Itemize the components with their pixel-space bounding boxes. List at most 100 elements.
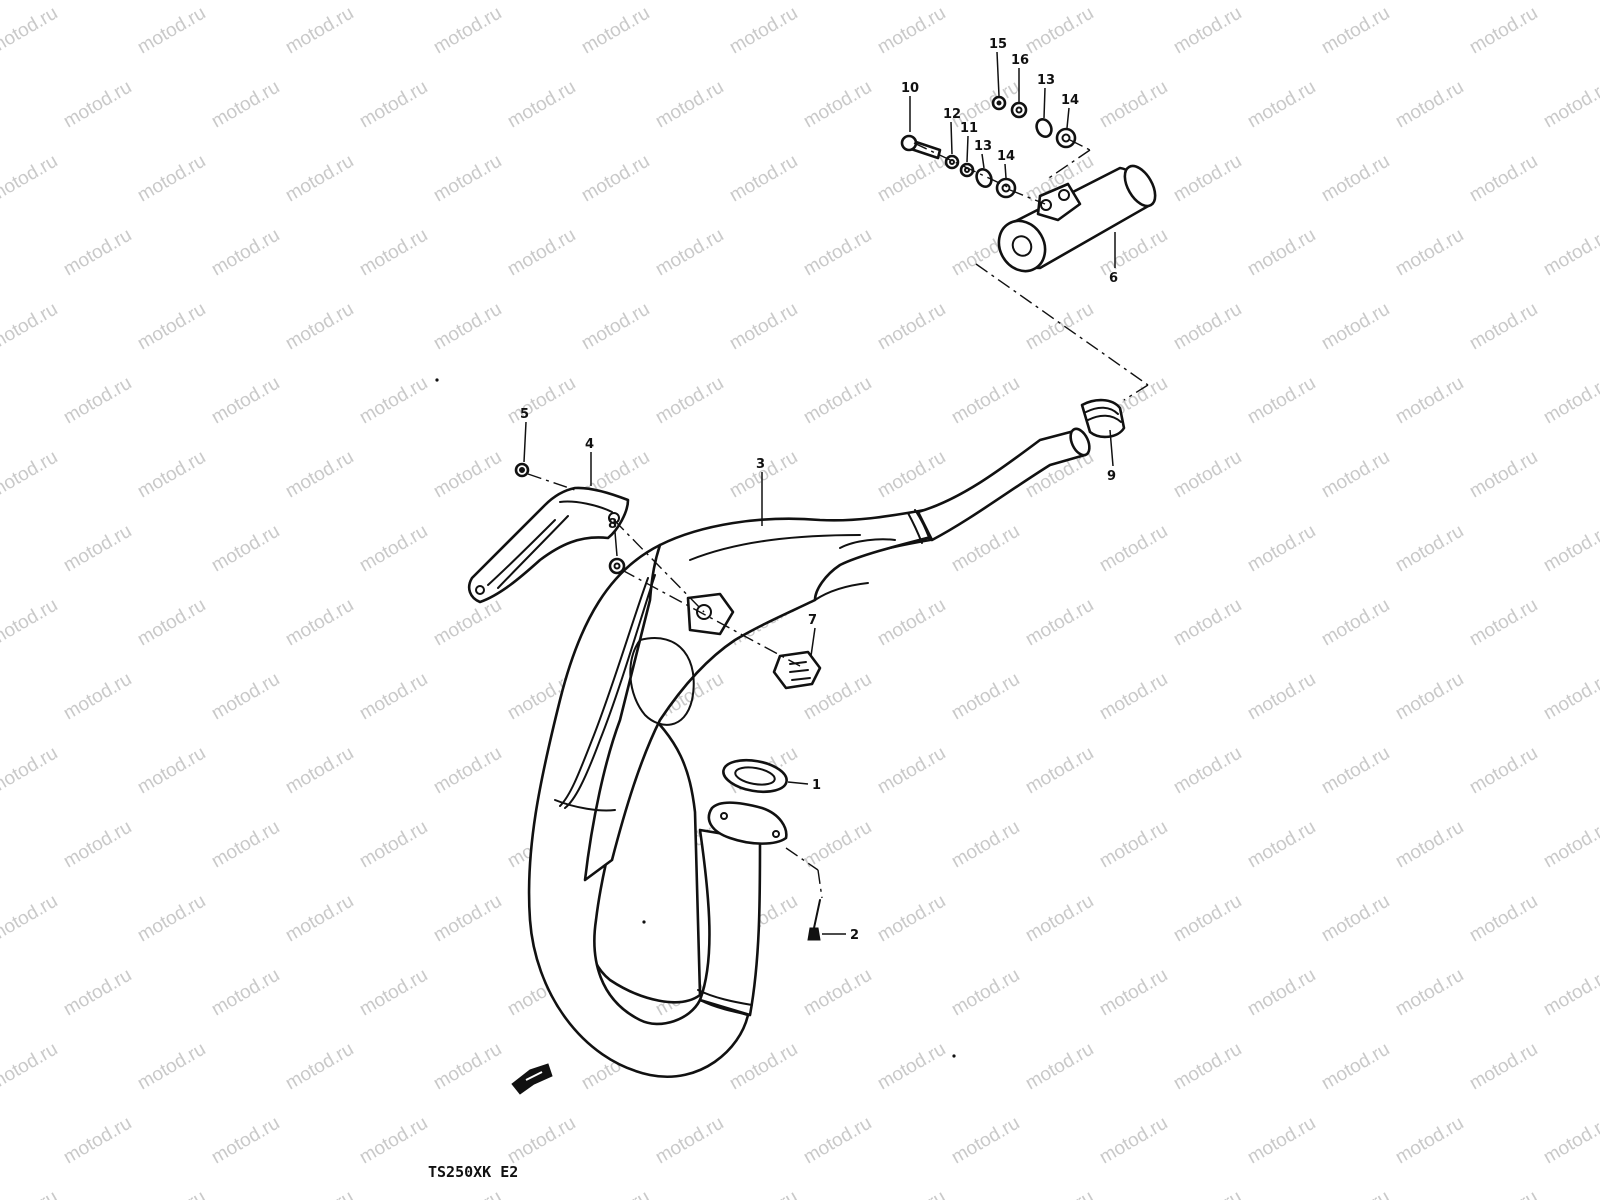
watermark-text: motod.ru bbox=[356, 965, 431, 1021]
watermark-text: motod.ru bbox=[1540, 521, 1600, 577]
watermark-text: motod.ru bbox=[60, 373, 135, 429]
watermark-text: motod.ru bbox=[1466, 743, 1541, 799]
watermark-text: motod.ru bbox=[1540, 225, 1600, 281]
watermark-text: motod.ru bbox=[1466, 595, 1541, 651]
watermark-text: motod.ru bbox=[1170, 447, 1245, 503]
callout-6: 6 bbox=[1109, 271, 1118, 286]
watermark-text: motod.ru bbox=[356, 521, 431, 577]
watermark-text: motod.ru bbox=[578, 1187, 653, 1200]
watermark-text: motod.ru bbox=[1392, 817, 1467, 873]
callout-3: 3 bbox=[756, 457, 765, 472]
watermark-text: motod.ru bbox=[726, 3, 801, 59]
watermark-text: motod.ru bbox=[0, 1039, 61, 1095]
watermark-text: motod.ru bbox=[1022, 1039, 1097, 1095]
watermark-text: motod.ru bbox=[430, 447, 505, 503]
watermark-text: motod.ru bbox=[1244, 965, 1319, 1021]
watermark-text: motod.ru bbox=[504, 1113, 579, 1169]
watermark-text: motod.ru bbox=[356, 225, 431, 281]
watermark-text: motod.ru bbox=[1244, 77, 1319, 133]
watermark-text: motod.ru bbox=[0, 447, 61, 503]
watermark-text: motod.ru bbox=[578, 151, 653, 207]
watermark-text: motod.ru bbox=[874, 447, 949, 503]
watermark-text: motod.ru bbox=[208, 521, 283, 577]
watermark-text: motod.ru bbox=[1540, 817, 1600, 873]
watermark-text: motod.ru bbox=[134, 3, 209, 59]
watermark-text: motod.ru bbox=[60, 77, 135, 133]
spring-nut bbox=[772, 650, 822, 690]
watermark-text: motod.ru bbox=[1318, 595, 1393, 651]
callout-11: 11 bbox=[960, 121, 978, 136]
watermark-text: motod.ru bbox=[208, 669, 283, 725]
watermark-text: motod.ru bbox=[1022, 299, 1097, 355]
watermark-text: motod.ru bbox=[1096, 1113, 1171, 1169]
watermark-text: motod.ru bbox=[1318, 447, 1393, 503]
watermark-text: motod.ru bbox=[60, 669, 135, 725]
watermark-text: motod.ru bbox=[356, 669, 431, 725]
watermark-text: motod.ru bbox=[1540, 1113, 1600, 1169]
watermark-text: motod.ru bbox=[356, 373, 431, 429]
watermark-text: motod.ru bbox=[652, 77, 727, 133]
callout-2: 2 bbox=[850, 928, 859, 943]
callout-14-upper: 14 bbox=[1061, 93, 1079, 108]
watermark-text: motod.ru bbox=[1244, 521, 1319, 577]
watermark-text: motod.ru bbox=[800, 77, 875, 133]
watermark-text: motod.ru bbox=[282, 3, 357, 59]
watermark-text: motod.ru bbox=[726, 1039, 801, 1095]
watermark-text: motod.ru bbox=[1170, 3, 1245, 59]
watermark-text: motod.ru bbox=[1318, 3, 1393, 59]
watermark-text: motod.ru bbox=[1318, 151, 1393, 207]
watermark-text: motod.ru bbox=[652, 373, 727, 429]
watermark-text: motod.ru bbox=[134, 1187, 209, 1200]
watermark-text: motod.ru bbox=[1392, 225, 1467, 281]
watermark-text: motod.ru bbox=[800, 1113, 875, 1169]
watermark-text: motod.ru bbox=[430, 299, 505, 355]
watermark-text: motod.ru bbox=[652, 1113, 727, 1169]
watermark-text: motod.ru bbox=[282, 151, 357, 207]
silencer bbox=[997, 164, 1157, 273]
callout-7: 7 bbox=[808, 613, 817, 628]
callout-13-lower: 13 bbox=[974, 139, 992, 154]
exhaust-chamber bbox=[527, 427, 1091, 1078]
watermark-text: motod.ru bbox=[1244, 373, 1319, 429]
watermark-text: motod.ru bbox=[1244, 817, 1319, 873]
watermark-text: motod.ru bbox=[1022, 891, 1097, 947]
watermark-text: motod.ru bbox=[134, 743, 209, 799]
watermark-text: motod.ru bbox=[800, 965, 875, 1021]
watermark-text: motod.ru bbox=[1466, 3, 1541, 59]
chamber-bracket bbox=[467, 486, 630, 604]
watermark-text: motod.ru bbox=[430, 3, 505, 59]
watermark-text: motod.ru bbox=[356, 817, 431, 873]
callout-9: 9 bbox=[1107, 469, 1116, 484]
watermark-text: motod.ru bbox=[1540, 669, 1600, 725]
watermark-text: motod.ru bbox=[948, 1113, 1023, 1169]
watermark-text: motod.ru bbox=[208, 965, 283, 1021]
watermark-text: motod.ru bbox=[726, 299, 801, 355]
tailpipe-grommet bbox=[1080, 398, 1126, 439]
watermark-text: motod.ru bbox=[1318, 1039, 1393, 1095]
watermark-text: motod.ru bbox=[1318, 299, 1393, 355]
watermark-text: motod.ru bbox=[60, 521, 135, 577]
watermark-text: motod.ru bbox=[874, 1187, 949, 1200]
watermark-text: motod.ru bbox=[430, 891, 505, 947]
watermark-text: motod.ru bbox=[1096, 669, 1171, 725]
watermark-text: motod.ru bbox=[948, 669, 1023, 725]
watermark-text: motod.ru bbox=[208, 1113, 283, 1169]
watermark-text: motod.ru bbox=[282, 743, 357, 799]
watermark-text: motod.ru bbox=[1392, 373, 1467, 429]
assembly-lines bbox=[527, 139, 1149, 899]
watermark-text: motod.ru bbox=[0, 1187, 61, 1200]
watermark-text: motod.ru bbox=[1392, 77, 1467, 133]
stud-bolt bbox=[807, 899, 821, 941]
bolt-5 bbox=[514, 462, 530, 478]
watermark-text: motod.ru bbox=[60, 225, 135, 281]
callout-15: 15 bbox=[989, 37, 1007, 52]
watermark-text: motod.ru bbox=[874, 891, 949, 947]
watermark-text: motod.ru bbox=[282, 595, 357, 651]
watermark-text: motod.ru bbox=[1244, 669, 1319, 725]
callout-16: 16 bbox=[1011, 53, 1029, 68]
callout-13-upper: 13 bbox=[1037, 73, 1055, 88]
watermark-text: motod.ru bbox=[208, 77, 283, 133]
watermark-text: motod.ru bbox=[1318, 891, 1393, 947]
watermark-text: motod.ru bbox=[356, 77, 431, 133]
